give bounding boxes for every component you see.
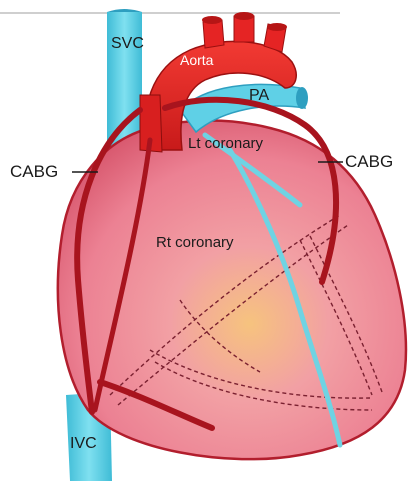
cabg-left-label: CABG bbox=[10, 163, 58, 180]
aorta-branch-1-opening bbox=[202, 16, 222, 24]
aorta-branch-1 bbox=[203, 20, 224, 48]
rt-coronary-label: Rt coronary bbox=[156, 235, 234, 250]
aorta-label: Aorta bbox=[180, 53, 213, 67]
aorta-branch-3-opening bbox=[267, 23, 287, 31]
svc-label: SVC bbox=[111, 36, 144, 52]
aorta-branch-2-opening bbox=[234, 12, 254, 20]
ivc-label: IVC bbox=[70, 436, 97, 452]
svc-vessel bbox=[107, 12, 142, 150]
svc-opening bbox=[107, 9, 142, 12]
pa-opening bbox=[296, 87, 308, 109]
pa-label: PA bbox=[249, 88, 269, 104]
lt-coronary-label: Lt coronary bbox=[188, 136, 263, 151]
cabg-right-label: CABG bbox=[345, 153, 393, 170]
